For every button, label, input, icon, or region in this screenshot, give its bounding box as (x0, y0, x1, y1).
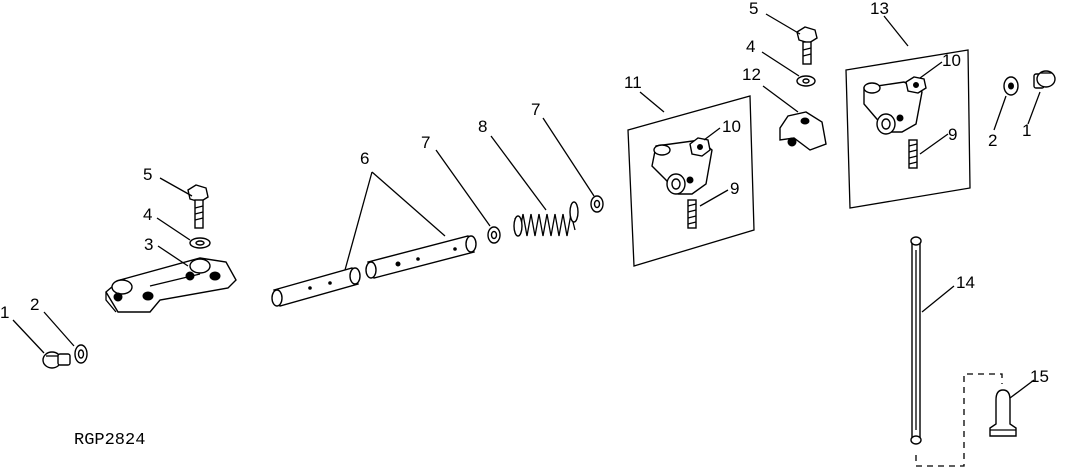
callout-10-b: 10 (942, 51, 961, 70)
callout-10-a: 10 (722, 117, 741, 136)
part-6-rocker-shafts (271, 235, 477, 307)
callout-4-right: 4 (746, 37, 755, 56)
callout-7-a: 7 (421, 133, 430, 152)
callout-8: 8 (478, 117, 487, 136)
part-2-washer-left (74, 344, 88, 364)
part-2-washer-right (1003, 76, 1019, 96)
part-14-push-rod (910, 236, 922, 445)
callout-2-right: 2 (988, 131, 997, 150)
part-12-shaft-support-cap (779, 111, 827, 151)
callout-5-left: 5 (143, 165, 152, 184)
part-8-spring (513, 201, 579, 237)
callout-1-right: 1 (1022, 121, 1031, 140)
callout-9-b: 9 (948, 125, 957, 144)
callout-15: 15 (1030, 367, 1049, 386)
callout-1-left: 1 (0, 303, 9, 322)
callout-14: 14 (956, 273, 975, 292)
part-1-cap-screw-left (42, 351, 71, 369)
callout-3: 3 (144, 235, 153, 254)
part-13-rocker-arm-panel (845, 49, 971, 209)
leader-lines (12, 13, 1041, 399)
part-11-rocker-arm-panel (627, 95, 755, 267)
part-5-cap-screw-right (796, 26, 818, 65)
part-15-cam-follower (989, 389, 1017, 437)
part-4-washer-left (189, 237, 211, 249)
callout-13: 13 (870, 0, 889, 18)
callout-6: 6 (360, 149, 369, 168)
drawing-code: RGP2824 (74, 431, 145, 450)
callout-4-left: 4 (143, 205, 152, 224)
part-7-washer-a (487, 226, 501, 244)
part-7-washer-b (590, 195, 604, 213)
part-3-rocker-support (105, 257, 237, 313)
part-4-washer-right (796, 75, 816, 87)
callout-12: 12 (742, 65, 761, 84)
part-1-cap-screw-right (1033, 70, 1056, 89)
part-5-cap-screw-left (187, 184, 209, 229)
callout-2-left: 2 (30, 295, 39, 314)
follower-installation-bracket (915, 373, 1003, 467)
callout-7-b: 7 (531, 100, 540, 119)
callout-5-right: 5 (749, 0, 758, 18)
callout-9-a: 9 (730, 179, 739, 198)
callout-11: 11 (624, 73, 642, 92)
